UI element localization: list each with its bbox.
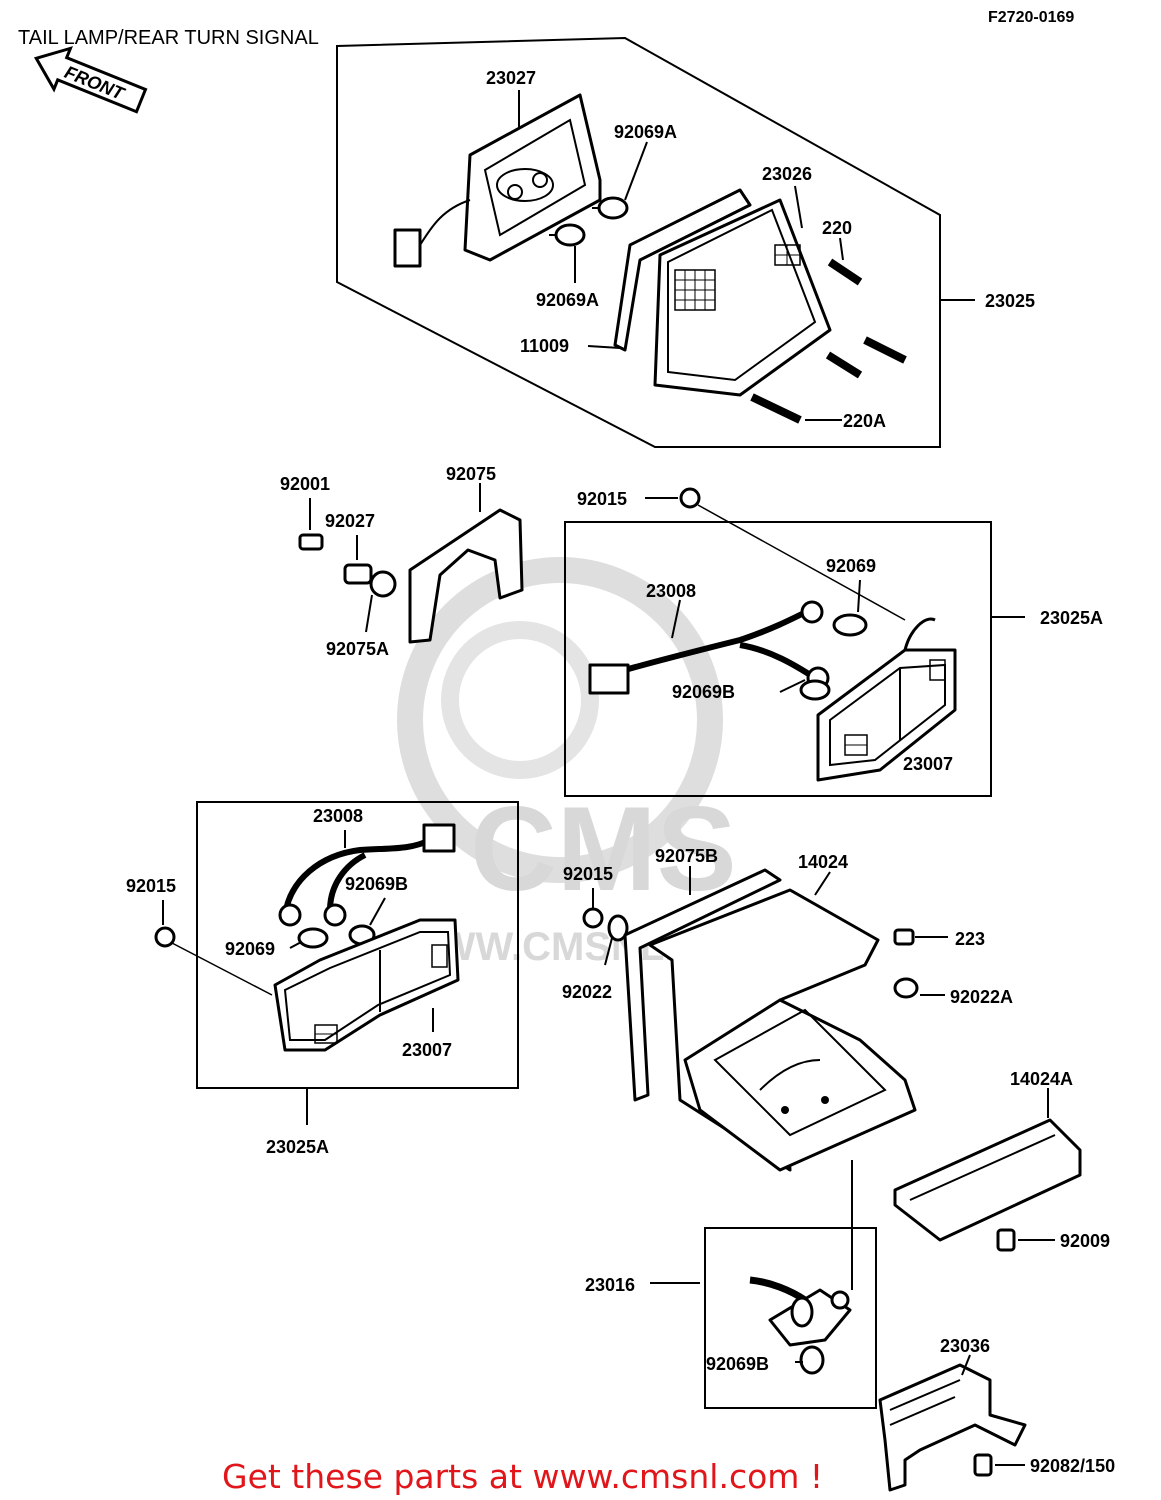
label-23026: 23026 xyxy=(762,164,812,184)
screw-92009 xyxy=(996,1228,1016,1252)
socket-23016 xyxy=(749,1276,852,1347)
label-92075: 92075 xyxy=(446,464,496,484)
grommet-92075A xyxy=(369,570,397,598)
bulb-92069B-right xyxy=(799,679,831,701)
label-92015-c: 92015 xyxy=(563,864,613,884)
washer-92022A xyxy=(893,977,919,999)
label-92015-l: 92015 xyxy=(126,876,176,896)
turn-signal-23007-right xyxy=(816,617,957,782)
bulb-92069-left xyxy=(297,927,329,949)
label-223: 223 xyxy=(955,929,985,949)
bracket-92075 xyxy=(408,508,524,644)
label-92069A-low: 92069A xyxy=(536,290,599,310)
label-23016: 23016 xyxy=(585,1275,635,1295)
label-92075B: 92075B xyxy=(655,846,718,866)
lens-23026 xyxy=(653,198,832,397)
nut-92015-center xyxy=(582,907,604,929)
turn-signal-23007-left xyxy=(273,918,460,1052)
label-92069B-b: 92069B xyxy=(706,1354,769,1374)
wire-harness-23008-left xyxy=(278,823,456,927)
screw-223 xyxy=(893,928,915,946)
gasket-92075B xyxy=(623,868,782,1102)
label-23007-r: 23007 xyxy=(903,754,953,774)
label-23025A-r: 23025A xyxy=(1040,608,1103,628)
diagram-code: F2720-0169 xyxy=(988,9,1074,26)
screw-220-c xyxy=(825,351,863,379)
diagram-title: TAIL LAMP/REAR TURN SIGNAL xyxy=(18,27,319,49)
gasket-11009 xyxy=(613,188,752,352)
label-92027: 92027 xyxy=(325,511,375,531)
right-turn-signal-group-outline xyxy=(564,521,992,797)
bracket-14024A xyxy=(893,1118,1082,1242)
label-23025A-l: 23025A xyxy=(266,1137,329,1157)
screw-220A xyxy=(750,393,802,424)
label-92082: 92082/150 xyxy=(1030,1456,1115,1476)
screw-220-b xyxy=(863,336,907,364)
left-turn-signal-group-outline xyxy=(196,801,519,1089)
label-92069-r: 92069 xyxy=(826,556,876,576)
bolt-92082 xyxy=(973,1453,993,1477)
label-92069-l: 92069 xyxy=(225,939,275,959)
front-arrow-icon: FRONT xyxy=(33,46,148,114)
washer-92022 xyxy=(607,914,629,942)
label-92015-r: 92015 xyxy=(577,489,627,509)
label-14024: 14024 xyxy=(798,852,848,872)
tail-lamp-base-23027 xyxy=(393,93,602,268)
label-92075A: 92075A xyxy=(326,639,389,659)
footer-link[interactable]: Get these parts at www.cmsnl.com ! xyxy=(222,1457,823,1496)
label-92009: 92009 xyxy=(1060,1231,1110,1251)
license-lamp-housing-14024 xyxy=(648,888,917,1172)
label-92001: 92001 xyxy=(280,474,330,494)
bulb-92069-right xyxy=(832,613,868,637)
bulb-92069A-lower xyxy=(549,223,586,247)
label-23027: 23027 xyxy=(486,68,536,88)
watermark-logo: CMS xyxy=(470,782,737,916)
label-14024A: 14024A xyxy=(1010,1069,1073,1089)
nut-92015-right xyxy=(679,487,701,509)
label-92069A-top: 92069A xyxy=(614,122,677,142)
screw-220 xyxy=(827,258,863,286)
nut-92015-left xyxy=(154,926,176,948)
tail-lamp-group-outline xyxy=(336,36,941,448)
label-23008-l: 23008 xyxy=(313,806,363,826)
label-23025: 23025 xyxy=(985,291,1035,311)
label-92022A: 92022A xyxy=(950,987,1013,1007)
collar-92027 xyxy=(343,563,373,585)
label-23008-r: 23008 xyxy=(646,581,696,601)
label-11009: 11009 xyxy=(520,336,569,356)
label-23007-l: 23007 xyxy=(402,1040,452,1060)
bulb-92069A-upper xyxy=(592,196,629,220)
label-220: 220 xyxy=(822,218,852,238)
bulb-92069B-bottom xyxy=(799,1345,825,1375)
label-92069B-r: 92069B xyxy=(672,682,735,702)
stay-23036 xyxy=(878,1363,1027,1492)
label-92022: 92022 xyxy=(562,982,612,1002)
bolt-92001 xyxy=(298,533,324,551)
label-23036: 23036 xyxy=(940,1336,990,1356)
label-92069B-l: 92069B xyxy=(345,874,408,894)
label-220A: 220A xyxy=(843,411,886,431)
socket-group-outline xyxy=(704,1227,877,1409)
